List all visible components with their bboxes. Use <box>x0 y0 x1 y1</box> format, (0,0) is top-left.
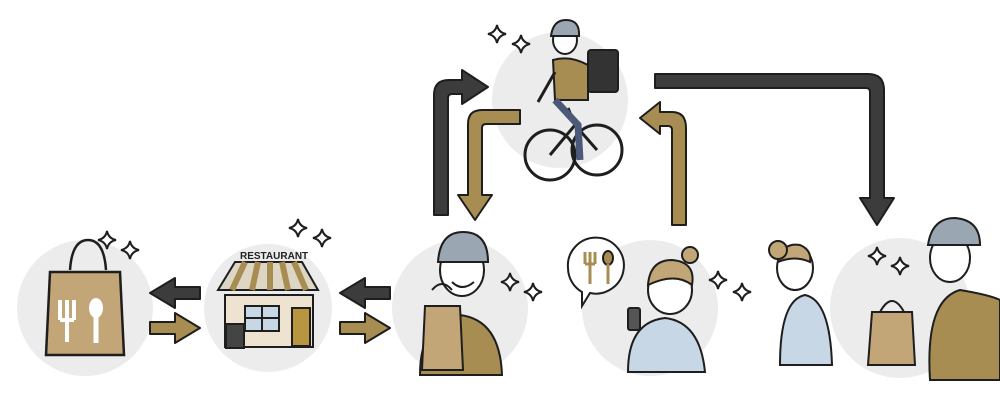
customer-ordering-on-phone <box>566 236 707 373</box>
restaurant-building: RESTAURANT <box>216 251 320 349</box>
handoff-to-customer <box>768 216 1000 381</box>
arrow-left-icon <box>149 277 201 309</box>
arrow-right-icon <box>339 312 391 344</box>
cyclist-courier <box>523 18 624 182</box>
arrows <box>149 69 895 344</box>
delivery-person-with-bag <box>418 230 504 376</box>
arrow-right-down-icon <box>654 73 895 226</box>
arrow-up-left-icon <box>639 101 687 226</box>
arrow-up-right-icon <box>433 69 489 216</box>
takeout-bag-icon <box>44 238 126 357</box>
arrow-left-down-icon <box>457 109 521 221</box>
restaurant-sign: RESTAURANT <box>240 251 308 262</box>
arrow-right-icon <box>149 312 201 344</box>
arrow-left-icon <box>339 277 391 309</box>
